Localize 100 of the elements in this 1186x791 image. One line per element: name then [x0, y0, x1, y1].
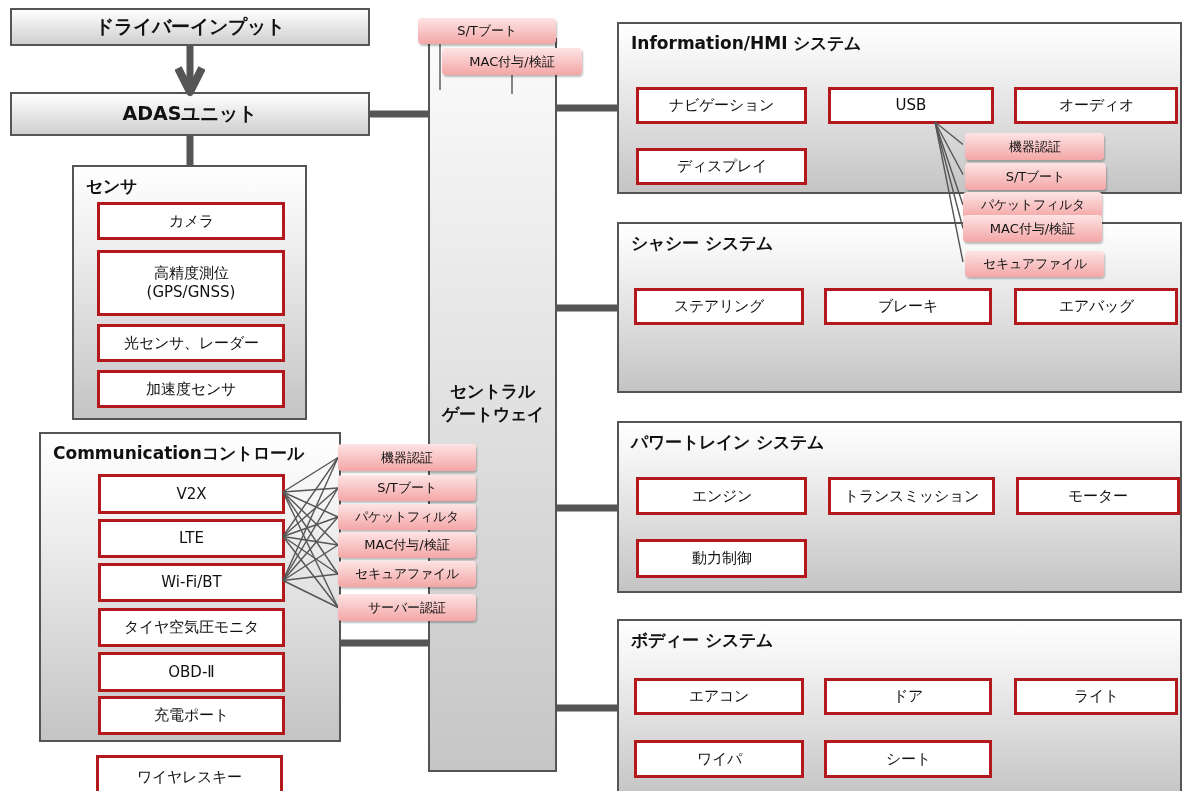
component-box [634, 740, 804, 778]
component-label: Wi-Fi/BT [161, 573, 222, 592]
component-box [634, 678, 804, 715]
panel-heading: シャシー システム [631, 232, 773, 255]
connector-line [282, 579, 339, 609]
bus-connector [557, 504, 617, 512]
bus-connector [370, 110, 428, 118]
component-box [97, 370, 285, 408]
tag-label: パケットフィルタ [355, 508, 459, 526]
component-label: シート [885, 749, 931, 769]
bus-connector [557, 104, 617, 112]
component-box [824, 740, 992, 778]
component-box [98, 563, 285, 602]
unit-box [10, 8, 370, 46]
component-label: ワイパ [696, 749, 742, 769]
bus-connector [557, 704, 617, 712]
component-label: ワイヤレスキー [137, 768, 242, 787]
component-box [1014, 87, 1178, 124]
component-label: 加速度センサ [146, 379, 236, 399]
security-function-tag [338, 444, 476, 471]
component-label: エアバッグ [1058, 297, 1134, 316]
security-function-tag [965, 163, 1106, 190]
component-label: LTE [179, 529, 204, 548]
tag-label: セキュアファイル [355, 565, 459, 583]
panel-heading: センサ [86, 175, 137, 198]
tag-label: S/Tブート [457, 22, 517, 40]
security-function-tag [442, 48, 582, 75]
connector-line [282, 535, 339, 609]
connector-line [282, 535, 339, 575]
connector-line [282, 491, 339, 609]
component-box [1014, 678, 1178, 715]
panel-heading: パワートレイン システム [631, 431, 824, 454]
tag-label: セキュアファイル [982, 255, 1087, 273]
security-function-tag [338, 475, 476, 501]
tag-label: S/Tブート [1005, 167, 1066, 186]
connector-line [282, 491, 339, 546]
component-label: エアコン [689, 687, 749, 706]
security-function-tag [418, 18, 556, 44]
system-panel [72, 165, 307, 420]
component-label: ドア [893, 687, 923, 706]
component-label: カメラ [168, 211, 214, 231]
component-label: トランスミッション [844, 486, 979, 506]
component-box [636, 87, 807, 124]
connector-line [282, 573, 339, 582]
connector-line [282, 535, 339, 546]
component-box [824, 678, 992, 715]
panel-heading: Information/HMI システム [631, 32, 862, 55]
security-function-tag [338, 594, 476, 621]
component-box [97, 250, 285, 316]
connector-line [282, 487, 339, 493]
component-label: ディスプレイ [676, 157, 767, 176]
bus-connector [557, 304, 617, 312]
security-function-tag [963, 215, 1102, 242]
connector-line [934, 121, 964, 176]
connector-line [934, 121, 964, 263]
component-label: タイヤ空気圧モニタ [124, 618, 259, 637]
component-label: ナビゲーション [669, 96, 774, 115]
tag-label: MAC付与/検証 [469, 52, 555, 71]
tag-label: 機器認証 [381, 448, 433, 467]
connector-line [282, 516, 339, 538]
component-box [1014, 288, 1178, 325]
component-label: オーディオ [1058, 96, 1134, 115]
connector-line [282, 544, 339, 582]
arrow [174, 46, 206, 96]
system-panel [617, 222, 1182, 393]
tag-label: MAC付与/検証 [364, 536, 450, 554]
component-box [636, 148, 807, 185]
system-panel [617, 619, 1182, 791]
security-function-tag [965, 133, 1104, 160]
component-label: ライト [1073, 687, 1119, 706]
connector-line [439, 43, 441, 91]
component-box [97, 202, 285, 240]
component-label: モーター [1068, 486, 1128, 506]
security-function-tag [963, 192, 1102, 218]
component-box [634, 288, 804, 325]
system-panel [39, 432, 341, 742]
connector-line [282, 456, 339, 493]
component-label: 光センサ、レーダー [123, 333, 259, 353]
tag-label: MAC付与/検証 [989, 219, 1076, 238]
connector-line [934, 121, 964, 146]
bus-connector [341, 639, 428, 647]
component-label: USB [895, 96, 927, 115]
panel-heading: ボディー システム [631, 629, 773, 652]
component-box [96, 755, 283, 791]
unit-label: ドライバーインプット [95, 14, 285, 39]
tag-label: 機器認証 [1008, 137, 1061, 156]
bus-connector [186, 136, 194, 165]
unit-box [10, 92, 370, 136]
connector-line [282, 516, 339, 582]
component-box [98, 696, 285, 735]
connector-line [934, 121, 964, 206]
connector-line [511, 74, 513, 95]
security-function-tag [338, 504, 476, 530]
component-box [636, 477, 807, 515]
security-function-tag [338, 532, 476, 558]
gateway-label: セントラルゲートウェイ [441, 380, 544, 426]
component-box [828, 87, 994, 124]
component-label: ステアリング [674, 297, 764, 316]
tag-label: パケットフィルタ [980, 196, 1085, 214]
tag-label: サーバー認証 [368, 598, 446, 617]
